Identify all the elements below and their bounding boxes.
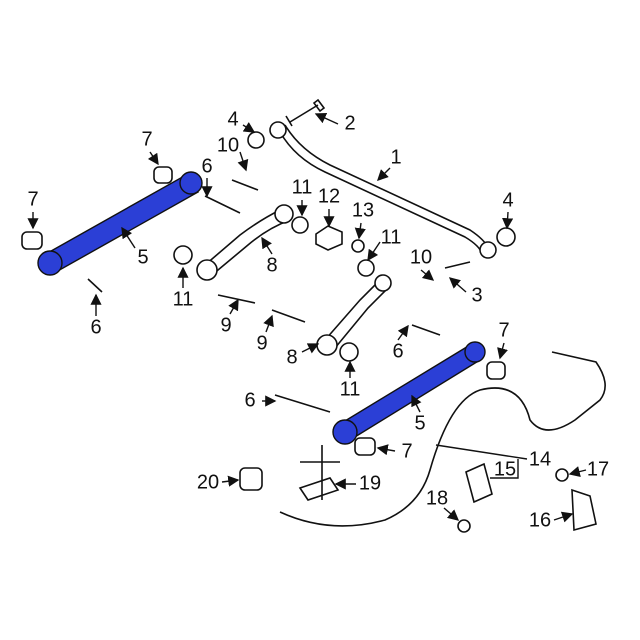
- part-2-bolt[interactable]: [285, 98, 326, 127]
- callout-16: 16: [529, 509, 551, 531]
- part-7-bushing[interactable]: [486, 361, 506, 380]
- callout-13: 13: [352, 199, 374, 221]
- callout-4: 4: [502, 189, 513, 211]
- callout-6: 6: [201, 155, 212, 177]
- callout-7: 7: [498, 319, 509, 341]
- callout-7: 7: [401, 440, 412, 462]
- callout-4: 4: [227, 108, 238, 130]
- part-5-control-arm-highlighted[interactable]: [332, 341, 486, 445]
- callout-9: 9: [220, 314, 231, 336]
- part-11-nut[interactable]: [291, 216, 309, 234]
- callout-9: 9: [256, 332, 267, 354]
- callout-17: 17: [587, 458, 609, 480]
- part-17-nut[interactable]: [555, 468, 569, 482]
- callout-3: 3: [471, 284, 482, 306]
- callout-5: 5: [414, 412, 425, 434]
- callout-12: 12: [318, 185, 340, 207]
- part-7-bushing[interactable]: [354, 437, 376, 456]
- part-14-stabilizer-bar[interactable]: [279, 351, 606, 527]
- callout-11: 11: [381, 226, 402, 248]
- callout-15: 15: [494, 458, 516, 480]
- callout-7: 7: [141, 128, 152, 150]
- callout-10: 10: [217, 134, 239, 156]
- callout-1: 1: [390, 146, 401, 168]
- callout-19: 19: [359, 472, 381, 494]
- callout-7: 7: [27, 188, 38, 210]
- callout-20: 20: [197, 471, 219, 493]
- callout-11: 11: [340, 378, 361, 400]
- part-15-bushing[interactable]: [465, 462, 493, 504]
- part-20-bushing[interactable]: [239, 467, 263, 491]
- callout-8: 8: [286, 346, 297, 368]
- part-11-nut[interactable]: [173, 245, 193, 265]
- part-5-control-arm-highlighted[interactable]: [37, 171, 203, 276]
- part-11-nut[interactable]: [339, 342, 359, 362]
- part-16-bracket[interactable]: [571, 488, 597, 532]
- callout-6: 6: [90, 316, 101, 338]
- callout-11: 11: [173, 288, 194, 310]
- callout-5: 5: [137, 246, 148, 268]
- callout-10: 10: [410, 246, 432, 268]
- callout-14: 14: [529, 448, 551, 470]
- part-12-bracket[interactable]: [315, 225, 343, 251]
- part-4-nut[interactable]: [496, 227, 516, 247]
- callout-6: 6: [244, 389, 255, 411]
- part-19-link[interactable]: [298, 445, 340, 501]
- part-7-bushing[interactable]: [21, 231, 43, 250]
- part-11-nut[interactable]: [357, 259, 375, 277]
- part-18-nut[interactable]: [457, 519, 471, 533]
- callout-labels: 1 2 3 4 4 5 5 6 6 6 6 7 7 7 7 8 8 9 9 10…: [27, 108, 609, 531]
- part-4-nut[interactable]: [247, 131, 265, 149]
- part-6-bolt[interactable]: [87, 195, 241, 293]
- part-6-bolt[interactable]: [274, 324, 441, 413]
- callout-18: 18: [426, 487, 448, 509]
- callout-8: 8: [266, 254, 277, 276]
- callout-6: 6: [392, 340, 403, 362]
- callout-11: 11: [292, 176, 313, 198]
- part-1-lateral-rod[interactable]: [269, 121, 497, 259]
- part-13-nut[interactable]: [351, 239, 365, 253]
- part-10-bolt[interactable]: [231, 179, 471, 269]
- callout-2: 2: [344, 112, 355, 134]
- part-8-link[interactable]: [324, 279, 389, 349]
- part-7-bushing[interactable]: [153, 166, 173, 184]
